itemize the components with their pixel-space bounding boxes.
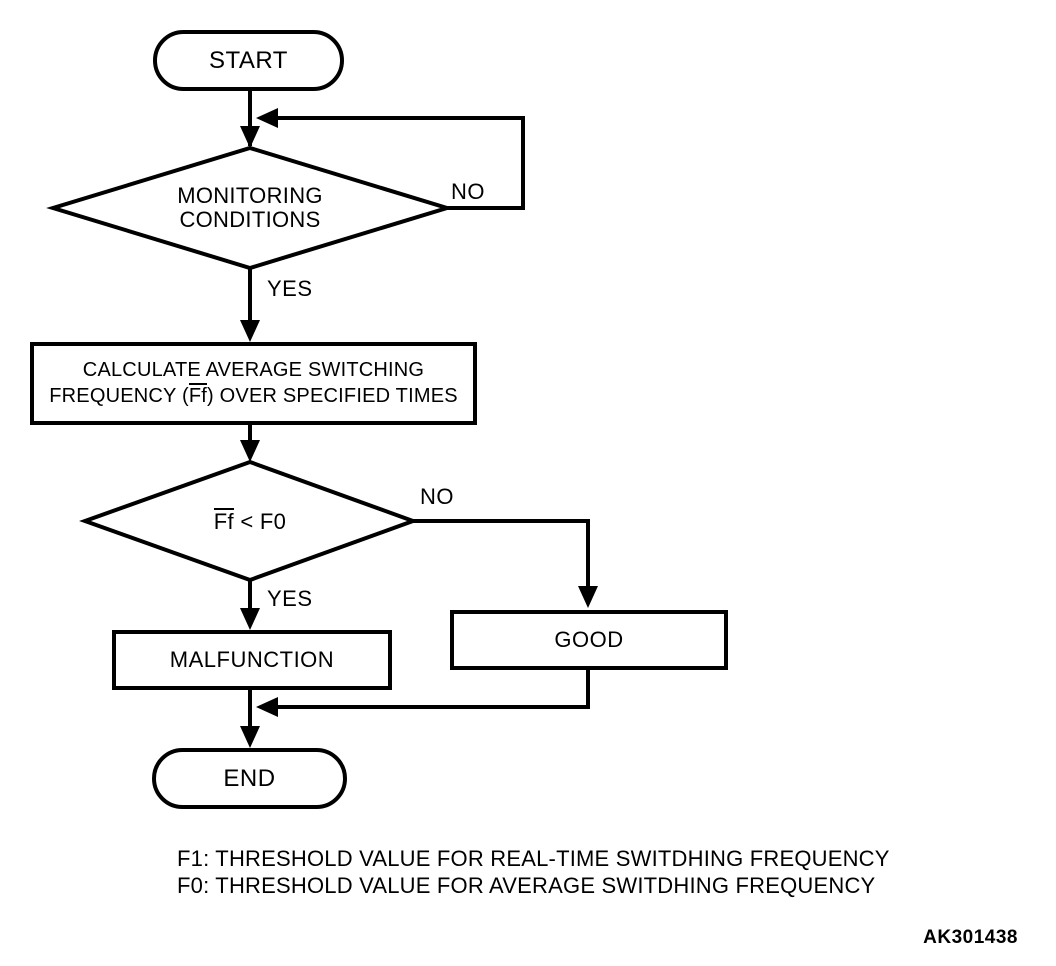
monitoring-yes-label: YES <box>267 276 313 301</box>
edge-monitoring-no-loop <box>266 116 525 210</box>
arrowhead-into-monitoring <box>240 126 260 148</box>
arrowhead-into-decision <box>240 440 260 462</box>
start-label: START <box>209 46 288 74</box>
monitoring-label-line1: MONITORING <box>177 183 323 208</box>
edge-decision-no <box>411 519 590 602</box>
malfunction-node: MALFUNCTION <box>112 630 392 690</box>
monitoring-no-label: NO <box>451 179 485 204</box>
monitoring-label-line2: CONDITIONS <box>179 207 321 232</box>
calculate-node: CALCULATE AVERAGE SWITCHING FREQUENCY (F… <box>30 342 477 425</box>
ff-average-symbol: Ff <box>188 383 208 407</box>
ff-decision-rest: < F0 <box>233 509 287 534</box>
figure-code: AK301438 <box>923 927 1018 948</box>
arrowhead-no-loop-junction <box>256 108 278 128</box>
arrowhead-into-end <box>240 726 260 748</box>
footnote-f1: F1: THRESHOLD VALUE FOR REAL-TIME SWITDH… <box>177 846 890 871</box>
calculate-line2-suffix: ) OVER SPECIFIED TIMES <box>207 385 458 407</box>
good-label: GOOD <box>554 627 624 652</box>
start-node: START <box>153 30 344 91</box>
arrowhead-into-calculate <box>240 320 260 342</box>
calculate-label-line1: CALCULATE AVERAGE SWITCHING <box>82 359 425 381</box>
end-label: END <box>223 764 276 792</box>
ff-symbol: Ff <box>213 508 234 534</box>
calculate-label-line2: FREQUENCY (Ff) OVER SPECIFIED TIMES <box>49 383 458 409</box>
footnotes: F1: THRESHOLD VALUE FOR REAL-TIME SWITDH… <box>177 845 890 899</box>
footnote-f0: F0: THRESHOLD VALUE FOR AVERAGE SWITDHIN… <box>177 873 876 898</box>
decision-yes-label: YES <box>267 586 313 611</box>
monitoring-decision-diamond <box>46 145 454 271</box>
ff-decision-label: Ff < F0 <box>150 508 350 534</box>
malfunction-label: MALFUNCTION <box>169 647 335 672</box>
arrowhead-into-malfunction <box>240 608 260 630</box>
calculate-line2-prefix: FREQUENCY ( <box>49 385 189 407</box>
end-node: END <box>152 748 347 809</box>
monitoring-conditions-label: MONITORING CONDITIONS <box>100 184 400 232</box>
ff-decision-diamond <box>79 459 419 583</box>
edge-good-to-merge <box>266 668 590 709</box>
good-node: GOOD <box>450 610 728 670</box>
arrowhead-into-good <box>578 586 598 608</box>
decision-no-label: NO <box>420 484 454 509</box>
arrowhead-merge-junction <box>256 697 278 717</box>
